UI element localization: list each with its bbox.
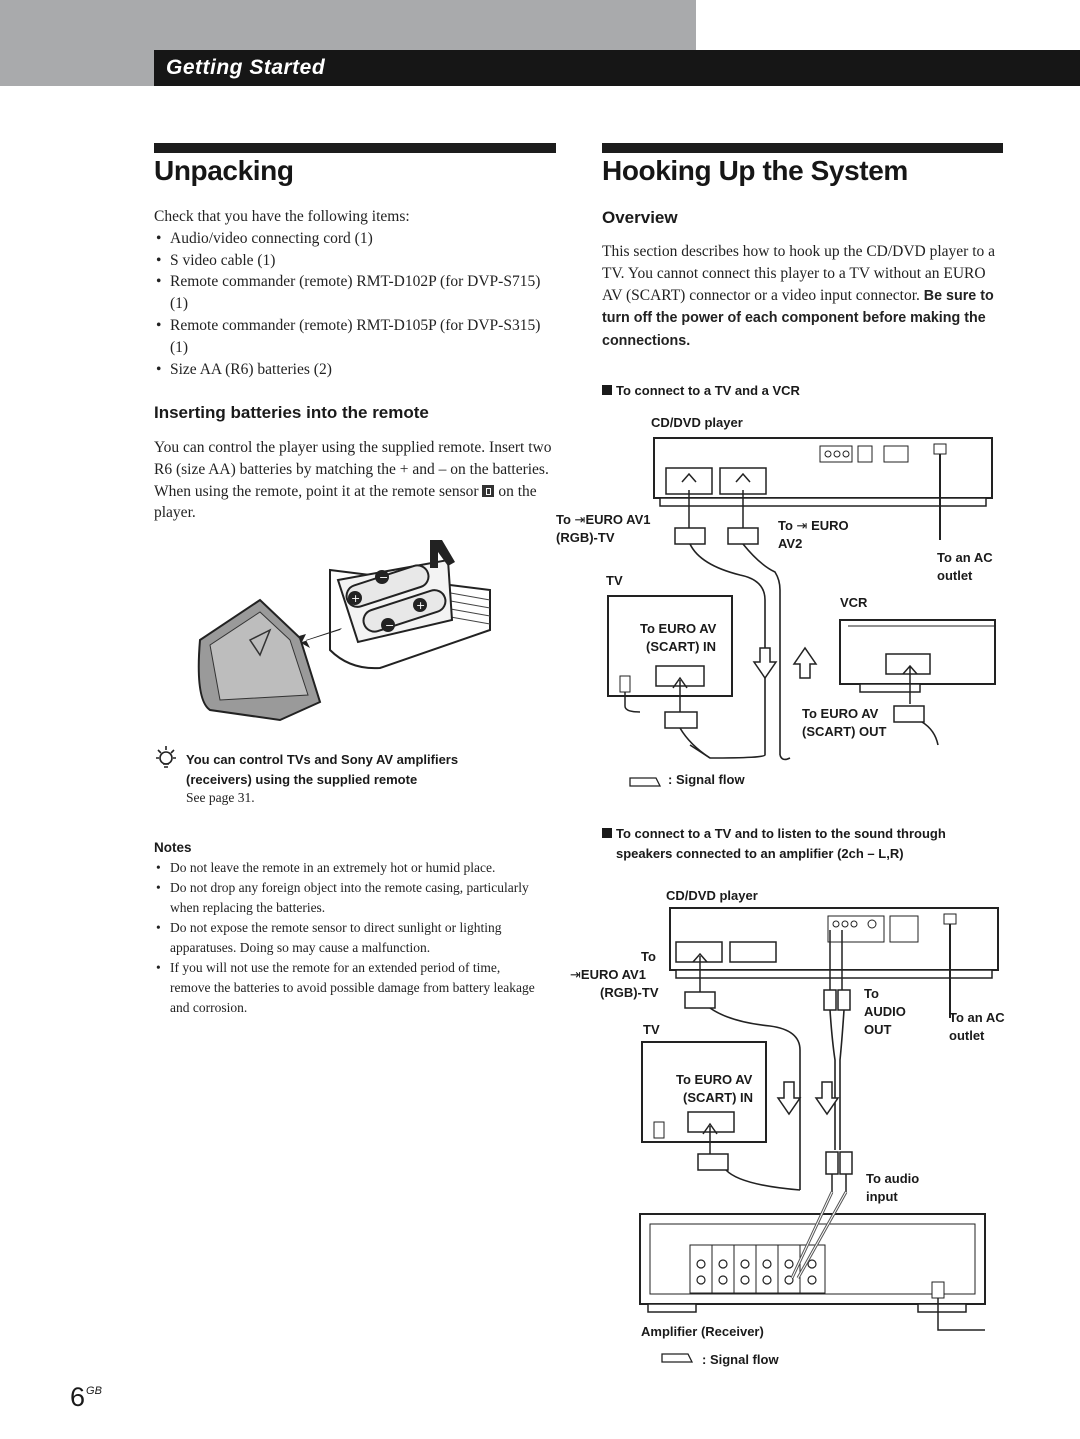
diagram2-audio-in-a: To audio [866,1171,920,1186]
diagram2-ac-label-b: outlet [949,1028,985,1043]
diagram2-player-label: CD/DVD player [666,888,758,903]
overview-title: Overview [602,208,678,227]
list-item: Audio/video connecting cord (1) [154,228,556,250]
header-grey-band [0,0,696,50]
diagram2-caption-text-b: speakers connected to an amplifier (2ch … [616,845,904,861]
diagram2-rgb-tv-label: (RGB)-TV [600,985,659,1000]
tip-icon [156,746,176,768]
section-title: Getting Started [166,56,326,79]
diagram1-caption: To connect to a TV and a VCR [602,381,800,401]
notes-list: Do not leave the remote in an extremely … [154,858,544,1018]
diagram1-tv-in-label-a: To EURO AV [640,621,717,636]
overview-body: This section describes how to hook up th… [602,243,996,304]
diagram1-rgb-tv-label: (RGB)-TV [556,530,615,545]
overview-warning: Be sure to turn off the power of each co… [602,287,994,350]
diagram1-ac-label-a: To an AC [937,550,993,565]
unpacking-items: Audio/video connecting cord (1) S video … [154,228,556,381]
diagram2-to-label: To [641,949,656,964]
list-item: Do not leave the remote in an extremely … [154,858,544,878]
hookup-rule [602,143,1003,153]
list-item: If you will not use the remote for an ex… [154,958,544,1018]
diagram2-audio-out-c: OUT [864,1022,892,1037]
diagram2-caption: To connect to a TV and to listen to the … [602,824,1012,863]
list-item: Do not drop any foreign object into the … [154,878,544,918]
diagram2-ac-label-a: To an AC [949,1010,1005,1025]
diagram1-vcr-out-label-b: (SCART) OUT [802,724,887,739]
unpacking-list: Check that you have the following items:… [154,206,556,380]
list-item: Size AA (R6) batteries (2) [154,359,556,381]
svg-text:−: − [379,571,388,584]
diagram1-tv-in-label-b: (SCART) IN [646,639,717,654]
overview-text: This section describes how to hook up th… [602,241,1004,353]
batteries-text-part1: You can control the player using the sup… [154,439,552,500]
diagram2-tv-in-label-b: (SCART) IN [683,1090,754,1105]
unpacking-title: Unpacking [154,155,294,186]
header-grey-band-left [0,50,154,86]
notes-title: Notes [154,840,192,855]
page-number: 6GB [70,1382,102,1412]
diagram1-av2-label: AV2 [778,536,803,551]
diagram2-tv-in-label-a: To EURO AV [676,1072,753,1087]
diagram1-caption-text: To connect to a TV and a VCR [616,383,800,398]
diagram2-audio-in-b: input [866,1189,898,1204]
diagram2-signal-flow-label: : Signal flow [702,1352,779,1367]
list-item: Remote commander (remote) RMT-D102P (for… [154,271,556,315]
diagram1-player-label: CD/DVD player [651,415,743,430]
diagram2-tv-label: TV [643,1022,660,1037]
batteries-text: You can control the player using the sup… [154,437,558,524]
tip-see: See page 31. [186,790,255,805]
diagram1-signal-flow-label: : Signal flow [668,772,745,787]
list-item: Remote commander (remote) RMT-D105P (for… [154,315,556,359]
hookup-title: Hooking Up the System [602,155,908,186]
svg-text:+: + [351,592,360,605]
list-item: S video cable (1) [154,250,556,272]
diagram2-tv-amplifier [639,907,999,1363]
diagram1-vcr-out-label-a: To EURO AV [802,706,879,721]
diagram1-euro-av1-label: To ⇥EURO AV1 [556,512,651,528]
svg-text:−: − [385,619,394,632]
batteries-title: Inserting batteries into the remote [154,403,429,422]
tip-text: You can control TVs and Sony AV amplifie… [186,752,459,787]
list-item: Do not expose the remote sensor to direc… [154,918,544,958]
unpacking-intro: Check that you have the following items: [154,208,410,225]
diagram2-audio-out-b: AUDIO [864,1004,906,1019]
svg-text:+: + [416,599,425,612]
unpacking-rule [154,143,556,153]
diagram2-caption-text-a: To connect to a TV and to listen to the … [616,826,946,841]
remote-sensor-icon [482,484,495,497]
diagram2-amplifier-label: Amplifier (Receiver) [641,1324,764,1339]
diagram2-audio-out-a: To [864,986,879,1001]
section-bar [154,50,1080,86]
diagram1-ac-label-b: outlet [937,568,973,583]
diagram1-euro-av2-label: To ⇥ EURO [778,518,849,534]
diagram1-tv-label: TV [606,573,623,588]
remote-battery-illustration: + + − − [197,540,491,722]
batteries-text-part2: on the player. [154,482,537,522]
diagram1-tv-vcr [607,437,996,787]
diagram1-vcr-label: VCR [840,595,868,610]
diagram2-euro-av1-label: ⇥EURO AV1 [570,967,646,983]
